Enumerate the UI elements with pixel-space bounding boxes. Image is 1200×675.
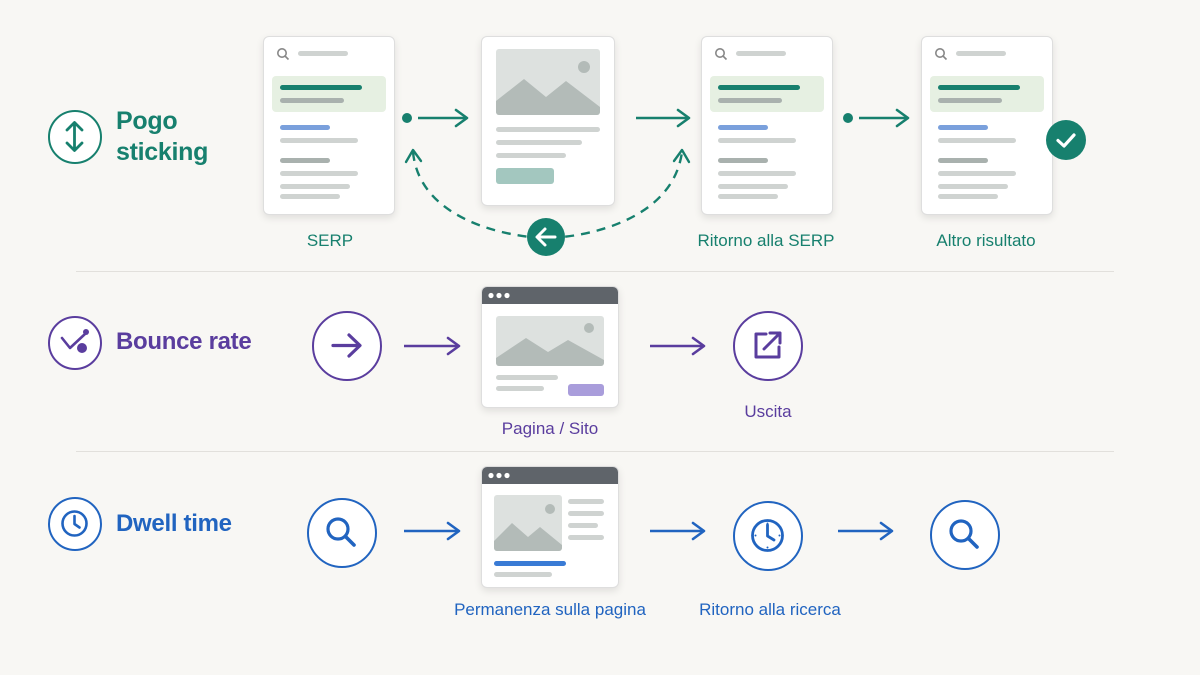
caption-return-serp: Ritorno alla SERP [697,231,835,250]
browser-titlebar [482,287,618,304]
dwell-connectors [404,521,894,541]
image-placeholder-icon [496,316,604,366]
row-divider [76,451,1114,452]
search-icon [715,48,728,61]
pogo-title-line1: Pogo [116,107,178,135]
cta-block [568,384,604,396]
dwell-page-card [481,466,619,588]
search-icon [277,48,290,61]
caption-stay: Permanenza sulla pagina [454,600,646,619]
image-placeholder-icon [496,49,600,115]
clock-icon [48,497,102,551]
cta-block [496,168,554,184]
serp-return-card [701,36,833,215]
dwell-time-title: Dwell time [116,510,232,537]
check-icon [1046,120,1086,160]
browser-titlebar [482,467,618,484]
page-card [481,36,615,206]
search-icon [307,498,377,568]
search-again-icon [930,500,1000,570]
caption-other-result: Altro risultato [936,231,1036,250]
caption-return-search: Ritorno alla ricerca [699,600,841,619]
arrow-right-icon [312,311,382,381]
external-link-icon [733,311,803,381]
pogo-connectors [402,108,910,256]
image-placeholder-icon [494,495,562,551]
bounce-connectors [404,336,706,356]
caption-serp: SERP [306,231,354,250]
search-icon [935,48,948,61]
other-result-card [921,36,1053,215]
bounce-page-card [481,286,619,408]
bounce-icon [48,316,102,370]
timer-clock-icon [733,501,803,571]
row-divider [76,271,1114,272]
arrows-up-down-icon [48,110,102,164]
caption-exit: Uscita [744,402,792,421]
caption-page: Pagina / Sito [501,419,599,438]
back-arrow-icon [527,218,565,256]
pogo-title-line2: sticking [116,138,209,166]
pogo-sticking-title: Pogo sticking [116,106,208,168]
serp-card [263,36,395,215]
bounce-rate-title: Bounce rate [116,328,252,355]
highlighted-result [272,76,386,112]
